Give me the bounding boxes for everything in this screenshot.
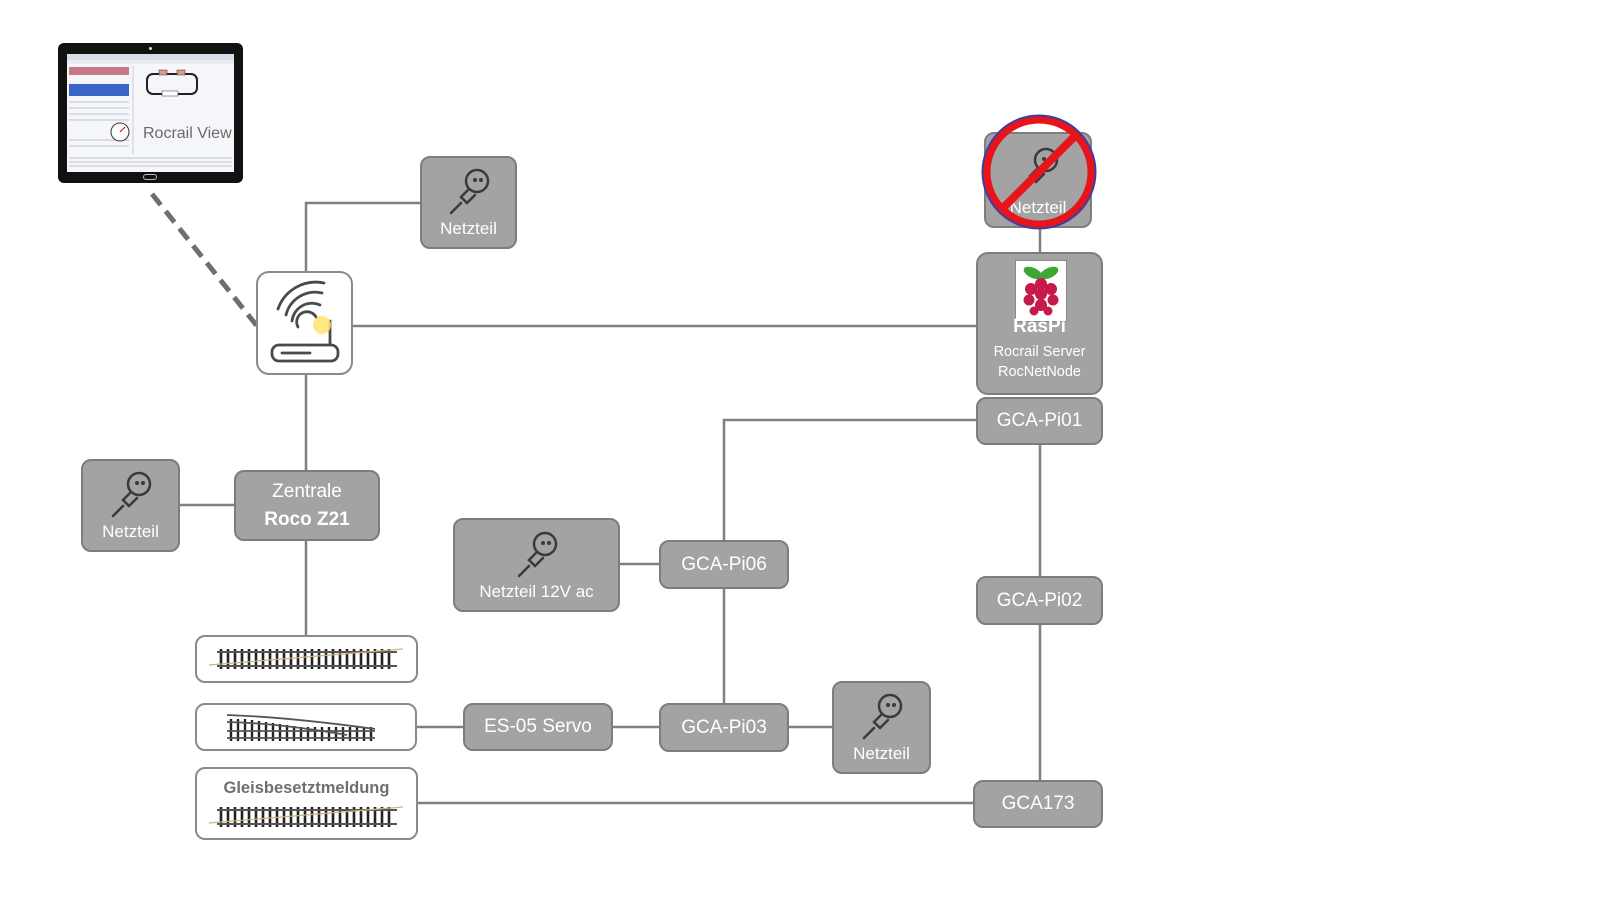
- central-line1: Zentrale: [272, 480, 342, 502]
- straight-track-icon: [208, 806, 404, 827]
- power-plug-icon: [517, 531, 557, 578]
- power-supply-label: Netzteil: [1009, 198, 1067, 217]
- raspi-subtitle: Rocrail Server RocNetNode: [978, 342, 1101, 382]
- gca173: GCA173: [973, 780, 1103, 828]
- occupancy-label: Gleisbesetztmeldung: [223, 779, 390, 797]
- pi03-power-supply: Netzteil: [832, 681, 931, 774]
- gca-pi01: GCA-Pi01: [976, 397, 1103, 445]
- pi06-power-supply: Netzteil 12V ac: [453, 518, 620, 612]
- power-supply-label: Netzteil: [853, 744, 910, 763]
- raspi-line2: RocNetNode: [997, 364, 1081, 380]
- tablet-screen: Rocrail View: [67, 54, 234, 172]
- central-line2: Roco Z21: [264, 508, 350, 530]
- power-supply-label: Netzteil: [440, 219, 497, 238]
- straight-track-icon: [195, 635, 418, 683]
- turnout-track-icon: [195, 703, 417, 751]
- power-plug-icon: [111, 471, 151, 518]
- tablet-icon: Rocrail View: [58, 43, 243, 183]
- gca-pi02: GCA-Pi02: [976, 576, 1103, 625]
- raspi-title: RasPi: [1013, 316, 1066, 337]
- central-z21: Zentrale Roco Z21: [234, 470, 380, 541]
- raspi-line1: Rocrail Server: [993, 344, 1086, 360]
- occupancy-track: Gleisbesetztmeldung: [195, 767, 418, 840]
- gca-pi06: GCA-Pi06: [659, 540, 789, 589]
- wifi-router-icon: [256, 271, 353, 375]
- z21-power-supply: Netzteil: [81, 459, 180, 552]
- router-power-supply: Netzteil: [420, 156, 517, 249]
- servo-node: ES-05 Servo: [463, 703, 613, 751]
- gca-pi03: GCA-Pi03: [659, 703, 789, 752]
- tablet-title: Rocrail View: [143, 125, 232, 142]
- power-supply-label: Netzteil: [102, 522, 159, 541]
- power-plug-icon: [449, 168, 489, 215]
- raspi-node: RasPi Rocrail Server RocNetNode: [976, 252, 1103, 395]
- prohibited-icon: [981, 114, 1097, 230]
- power-supply-label: Netzteil 12V ac: [479, 582, 594, 601]
- power-plug-icon: [862, 693, 902, 740]
- raspberry-pi-logo-icon: [1015, 260, 1067, 322]
